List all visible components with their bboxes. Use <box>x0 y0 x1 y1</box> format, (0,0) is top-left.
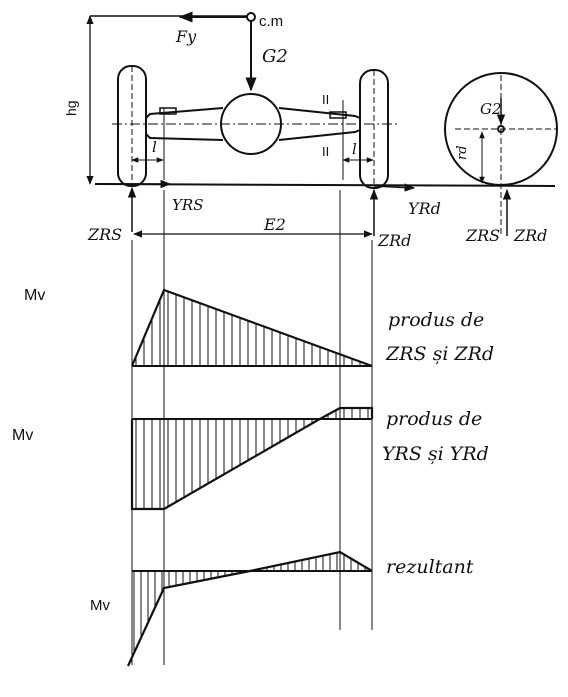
center-of-mass-point <box>246 12 256 22</box>
moment-diagram-z <box>130 288 373 368</box>
diagram-labels: Mv produs de ZRS și ZRd Mv produs de YRS… <box>12 287 494 614</box>
moment-diagram-resultant <box>127 550 373 667</box>
diagram-3-outline <box>127 550 373 667</box>
e2-label: E2 <box>263 215 286 234</box>
diagram-3-axis-label: Mv <box>90 597 110 614</box>
diagram-2-axis-label: Mv <box>12 427 33 444</box>
hg-label: hg <box>63 100 79 116</box>
yrs-label: YRS <box>172 196 203 214</box>
axle-schematic <box>86 11 558 238</box>
zrd-label: ZRd <box>377 231 411 250</box>
diagram-1-caption-line2: ZRS și ZRd <box>385 343 494 365</box>
g2-top-label: G2 <box>262 46 288 67</box>
zrd-wheel-label: ZRd <box>513 226 547 245</box>
diagram-3-hatching <box>133 552 366 653</box>
diagram-1-axis-label: Mv <box>24 287 45 304</box>
schematic-labels: c.m Fy G2 hg II II l l G2 rd YRS YRd ZRS… <box>63 13 547 250</box>
right-spring-pad <box>329 111 347 119</box>
rd-label: rd <box>455 145 470 160</box>
ground-line <box>94 183 556 187</box>
section-label-top: II <box>322 92 329 107</box>
diagram-1-caption-line1: produs de <box>388 309 484 331</box>
moment-diagram-y <box>130 406 374 511</box>
l-left-label: l <box>152 138 157 156</box>
cm-label: c.m <box>259 13 283 30</box>
l-right-label: l <box>352 140 357 158</box>
diagram-2-caption-line1: produs de <box>386 408 482 430</box>
diagram-2-caption-line2: YRS și YRd <box>382 443 489 465</box>
fy-label: Fy <box>175 27 197 46</box>
zrs-label: ZRS <box>87 225 122 244</box>
diagram-1-hatching <box>135 291 369 366</box>
section-label-bottom: II <box>322 144 329 159</box>
diagram-1-outline <box>130 288 373 368</box>
diagram-3-caption-line1: rezultant <box>386 556 474 578</box>
left-spring-pad <box>159 107 177 115</box>
zrs-wheel-label: ZRS <box>465 226 500 245</box>
g2-wheel-label: G2 <box>480 100 502 118</box>
axle-housing <box>145 107 361 141</box>
yrd-label: YRd <box>408 199 441 218</box>
diagram-2-outline <box>130 406 374 511</box>
yrd-force-arrow <box>373 183 416 192</box>
diagram-2-hatching <box>135 408 369 509</box>
